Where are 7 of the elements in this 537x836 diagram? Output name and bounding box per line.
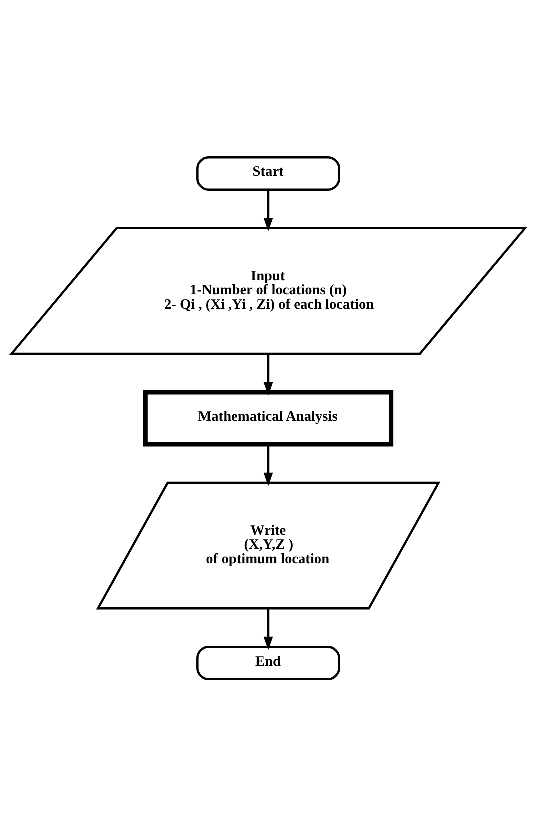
node-box: End [196, 646, 340, 680]
arrow [264, 444, 274, 486]
arrow [264, 354, 274, 396]
node-box: Mathematical Analysis [143, 390, 394, 446]
arrow [264, 608, 274, 650]
node-box: Start [196, 156, 340, 190]
arrow [264, 189, 274, 232]
